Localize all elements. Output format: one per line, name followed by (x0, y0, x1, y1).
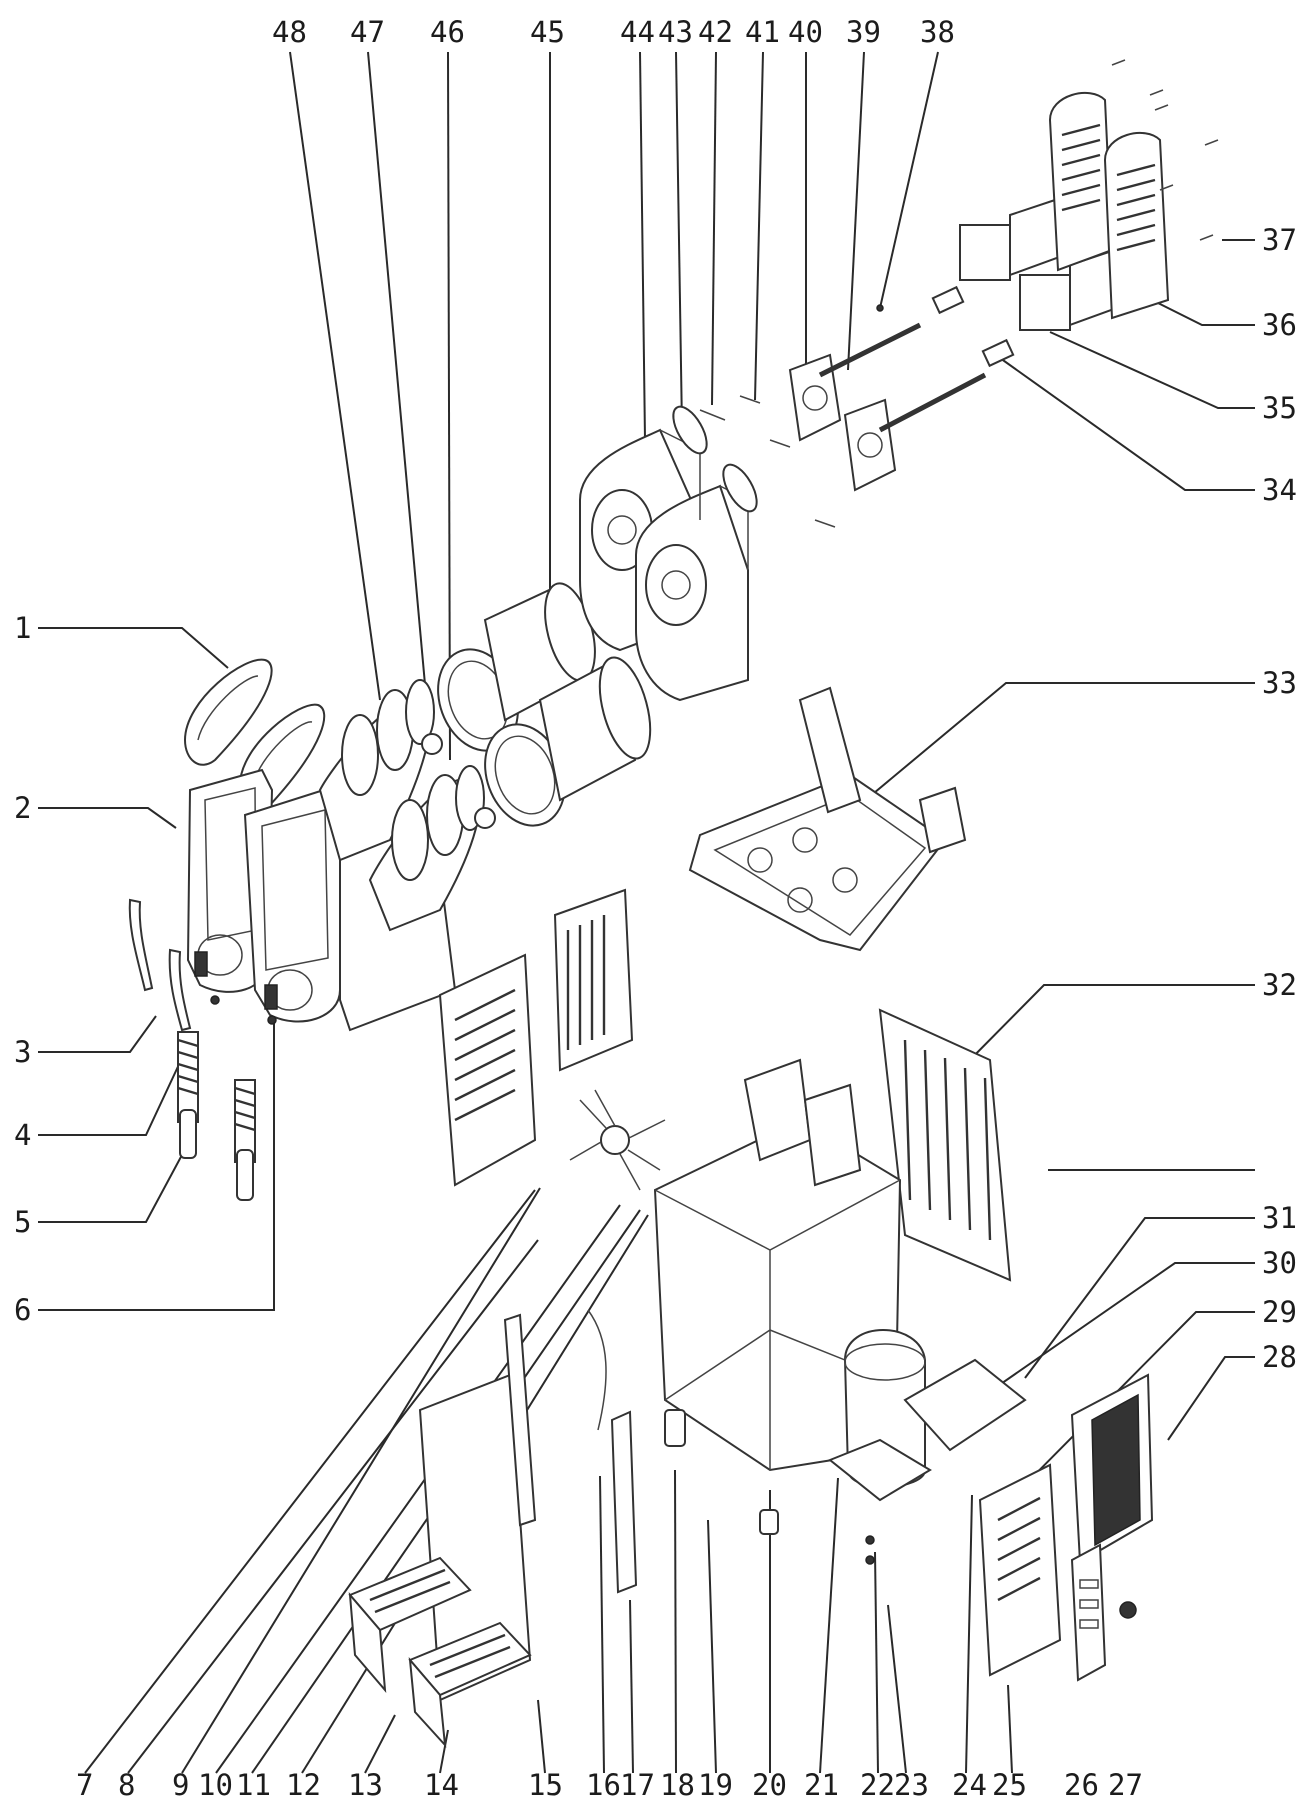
part-drip-trays (348, 1556, 532, 1748)
callout-30: 30 (1262, 1246, 1297, 1280)
callout-46: 46 (430, 15, 465, 49)
part-gaskets-pins (672, 395, 836, 528)
callout-2: 2 (14, 791, 31, 825)
part-shafts (818, 285, 1015, 433)
callout-27: 27 (1108, 1768, 1143, 1802)
callout-19: 19 (698, 1768, 733, 1802)
callout-3: 3 (14, 1035, 31, 1069)
part-side-grille (878, 1008, 1012, 1282)
callout-42: 42 (698, 15, 733, 49)
part-flanges (788, 353, 897, 492)
part-front-panel (1070, 1373, 1154, 1564)
callout-29: 29 (1262, 1295, 1297, 1329)
callout-23: 23 (894, 1768, 929, 1802)
parts-artwork (128, 59, 1219, 1748)
callout-43: 43 (658, 15, 693, 49)
callout-11: 11 (236, 1768, 271, 1802)
part-handles (128, 898, 192, 1032)
callout-5: 5 (14, 1205, 31, 1239)
callout-1: 1 (14, 611, 31, 645)
part-augers (318, 679, 485, 932)
part-lower-grille (978, 1463, 1062, 1677)
callout-21: 21 (804, 1768, 839, 1802)
part-frame (653, 1058, 902, 1472)
part-rear-panels (1048, 91, 1170, 320)
callout-48: 48 (272, 15, 307, 49)
part-control-board (1070, 1543, 1107, 1682)
callout-10: 10 (198, 1768, 233, 1802)
part-bushings (421, 733, 496, 829)
part-mount-plate (903, 1358, 1027, 1452)
callout-labels: 1 2 3 4 5 6 7 8 9 10 11 12 13 14 15 16 1… (14, 15, 1297, 1802)
callout-9: 9 (172, 1768, 189, 1802)
part-tray-frame (688, 686, 967, 952)
part-screws (1111, 59, 1219, 241)
callout-25: 25 (992, 1768, 1027, 1802)
part-knob (1119, 1601, 1137, 1619)
callout-37: 37 (1262, 223, 1297, 257)
callout-34: 34 (1262, 473, 1297, 507)
callout-18: 18 (660, 1768, 695, 1802)
leader-lines (38, 51, 1255, 1774)
callout-26: 26 (1064, 1768, 1099, 1802)
callout-44: 44 (620, 15, 655, 49)
callout-6: 6 (14, 1293, 31, 1327)
callout-40: 40 (788, 15, 823, 49)
callout-31: 31 (1262, 1201, 1297, 1235)
callout-36: 36 (1262, 308, 1297, 342)
callout-33: 33 (1262, 666, 1297, 700)
callout-15: 15 (528, 1768, 563, 1802)
callout-4: 4 (14, 1118, 31, 1152)
callout-20: 20 (752, 1768, 787, 1802)
part-small-fittings (664, 1409, 875, 1565)
callout-13: 13 (348, 1768, 383, 1802)
callout-28: 28 (1262, 1340, 1297, 1374)
part-side-panel (418, 1309, 638, 1702)
part-rear-housings (579, 428, 749, 702)
part-springs-valves (177, 995, 277, 1201)
callout-16: 16 (586, 1768, 621, 1802)
callout-12: 12 (286, 1768, 321, 1802)
callout-22: 22 (860, 1768, 895, 1802)
part-compressor (828, 1329, 932, 1502)
part-fan (569, 1089, 666, 1191)
part-condenser-grille (438, 888, 634, 1187)
callout-47: 47 (350, 15, 385, 49)
part-evaporators (483, 582, 652, 802)
callout-35: 35 (1262, 391, 1297, 425)
callout-39: 39 (846, 15, 881, 49)
callout-41: 41 (745, 15, 780, 49)
callout-38: 38 (920, 15, 955, 49)
callout-24: 24 (952, 1768, 987, 1802)
callout-32: 32 (1262, 968, 1297, 1002)
callout-8: 8 (118, 1768, 135, 1802)
callout-14: 14 (424, 1768, 459, 1802)
callout-45: 45 (530, 15, 565, 49)
callout-17: 17 (620, 1768, 655, 1802)
callout-7: 7 (76, 1768, 93, 1802)
